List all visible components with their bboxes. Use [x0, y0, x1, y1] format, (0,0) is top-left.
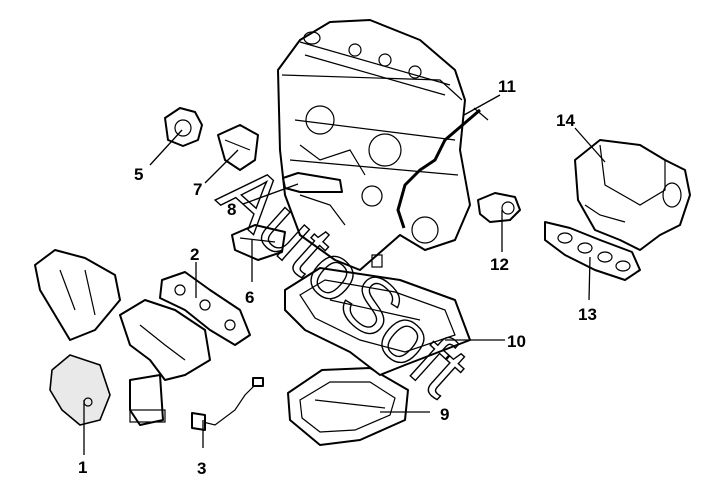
heat-shield — [34, 249, 121, 341]
part-2-exhaust-gasket — [159, 271, 251, 346]
callout-3: 3 — [197, 459, 206, 478]
callout-14: 14 — [556, 111, 575, 130]
callout-10: 10 — [507, 332, 526, 351]
intake-gasket — [544, 221, 641, 281]
callout-11: 11 — [498, 77, 516, 96]
callout-5: 5 — [134, 165, 143, 184]
part-6-module — [231, 224, 286, 261]
part-10-oil-pan-upper — [284, 267, 471, 376]
part-5-pulley — [164, 107, 203, 147]
engine-block — [277, 19, 471, 271]
callout-9: 9 — [440, 405, 449, 424]
callout-6: 6 — [245, 288, 254, 307]
callout-2: 2 — [190, 245, 199, 264]
part-12-sensor — [477, 192, 521, 223]
callout-12: 12 — [490, 255, 509, 274]
part-11-dipstick-tube — [396, 107, 489, 229]
callout-labels: 1 2 3 5 6 7 8 9 10 11 12 13 14 — [78, 77, 597, 478]
callout-13: 13 — [578, 305, 597, 324]
callout-7: 7 — [193, 180, 202, 199]
part-7-bracket — [217, 124, 259, 171]
part-9-oil-pan — [287, 367, 409, 446]
callout-1: 1 — [78, 458, 87, 477]
part-1-heat-cover — [49, 354, 111, 426]
part-8-sensor — [282, 172, 343, 193]
part-3-oxygen-sensor — [191, 377, 264, 431]
leader-lines — [83, 94, 606, 455]
exhaust-manifold — [119, 299, 211, 426]
callout-8: 8 — [227, 200, 236, 219]
intake-manifold — [574, 139, 691, 251]
